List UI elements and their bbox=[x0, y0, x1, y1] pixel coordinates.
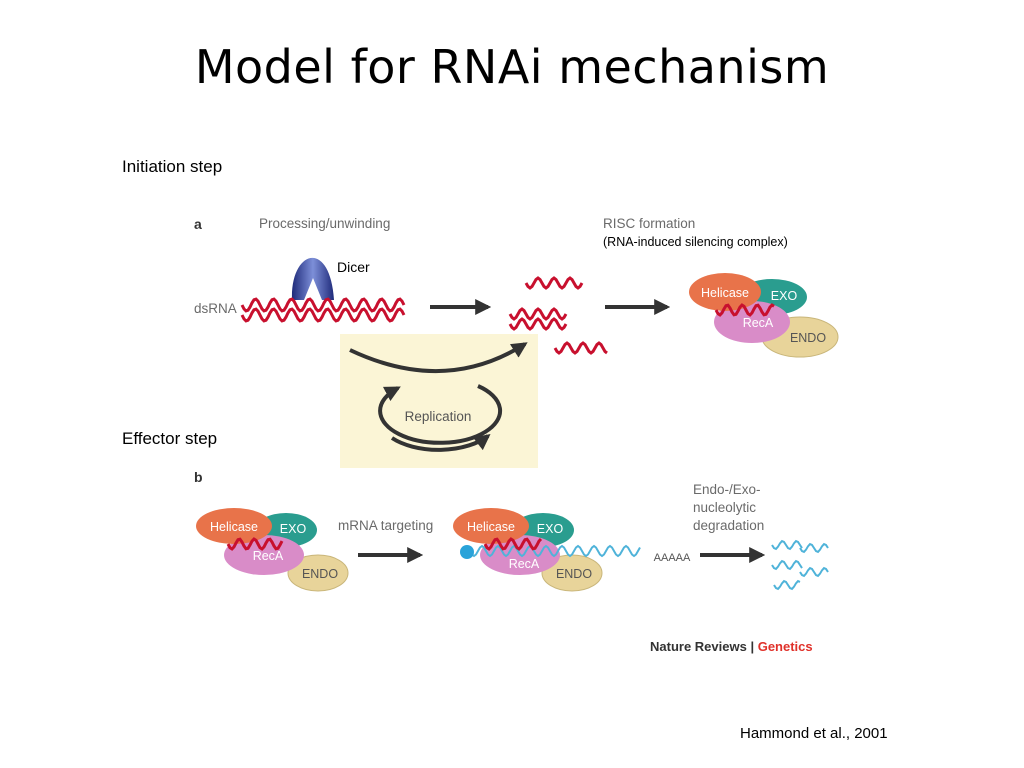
sirna-strand bbox=[508, 307, 568, 321]
helicase-label-b1: Helicase bbox=[210, 520, 258, 534]
slide-title: Model for RNAi mechanism bbox=[194, 40, 830, 94]
sirna-strand bbox=[553, 341, 608, 355]
exo-label-b2: EXO bbox=[537, 522, 564, 536]
mrna-targeting-label: mRNA targeting bbox=[338, 518, 434, 533]
sirna-strand bbox=[524, 276, 584, 290]
mrna-fragment bbox=[771, 559, 803, 571]
journal-credit: Nature Reviews | Genetics bbox=[650, 639, 813, 654]
reca-label-a: RecA bbox=[743, 316, 774, 330]
effector-step-label: Effector step bbox=[122, 429, 218, 448]
initiation-step-label: Initiation step bbox=[122, 157, 223, 176]
exo-label-b1: EXO bbox=[280, 522, 307, 536]
sirna-strand bbox=[508, 317, 568, 331]
dsrna-label: dsRNA bbox=[194, 301, 237, 316]
exo-label-a: EXO bbox=[771, 289, 798, 303]
journal-section: Genetics bbox=[757, 639, 813, 654]
risc-formation-label: RISC formation bbox=[603, 216, 696, 231]
mrna-fragment bbox=[773, 579, 801, 591]
helicase-label-a: Helicase bbox=[701, 286, 749, 300]
replication-arrow-bottom bbox=[390, 434, 491, 452]
risc-complex-b1: Helicase EXO RecA ENDO bbox=[196, 508, 349, 592]
endo-label-b2: ENDO bbox=[556, 567, 592, 581]
endo-label-b1: ENDO bbox=[302, 567, 338, 581]
degradation-label-1: Endo-/Exo- bbox=[693, 482, 761, 497]
dicer-label: Dicer bbox=[337, 259, 370, 275]
degradation-label-2: nucleolytic bbox=[693, 500, 757, 515]
replication-label: Replication bbox=[405, 409, 472, 424]
panel-a-letter: a bbox=[194, 216, 202, 232]
journal-name: Nature Reviews bbox=[650, 639, 747, 654]
poly-a-tail: AAAAA bbox=[654, 552, 691, 564]
dicer-enzyme bbox=[291, 257, 334, 300]
helicase-label-b2: Helicase bbox=[467, 520, 515, 534]
reca-label-b1: RecA bbox=[253, 549, 284, 563]
processing-label: Processing/unwinding bbox=[259, 216, 391, 231]
panel-b-letter: b bbox=[194, 469, 203, 485]
reca-label-b2: RecA bbox=[509, 557, 540, 571]
risc-complex-a: Helicase EXO RecA ENDO bbox=[689, 273, 839, 358]
sirna-fragments bbox=[508, 276, 608, 355]
degradation-label-3: degradation bbox=[693, 518, 765, 533]
risc-full-name: (RNA-induced silencing complex) bbox=[603, 235, 788, 249]
mrna-fragment bbox=[799, 542, 829, 554]
degraded-mrna-fragments bbox=[771, 539, 829, 591]
endo-label-a: ENDO bbox=[790, 331, 826, 345]
dsrna-strands bbox=[240, 297, 406, 323]
risc-complex-b2: Helicase EXO RecA ENDO AAAAA bbox=[453, 508, 691, 592]
citation: Hammond et al., 2001 bbox=[740, 725, 888, 742]
mrna-fragment bbox=[799, 566, 829, 578]
mrna-cap bbox=[460, 545, 474, 559]
replication-arrow bbox=[378, 384, 503, 445]
journal-separator: | bbox=[750, 639, 755, 654]
cycle-arrow-top bbox=[349, 342, 528, 373]
mrna-fragment bbox=[771, 539, 803, 551]
